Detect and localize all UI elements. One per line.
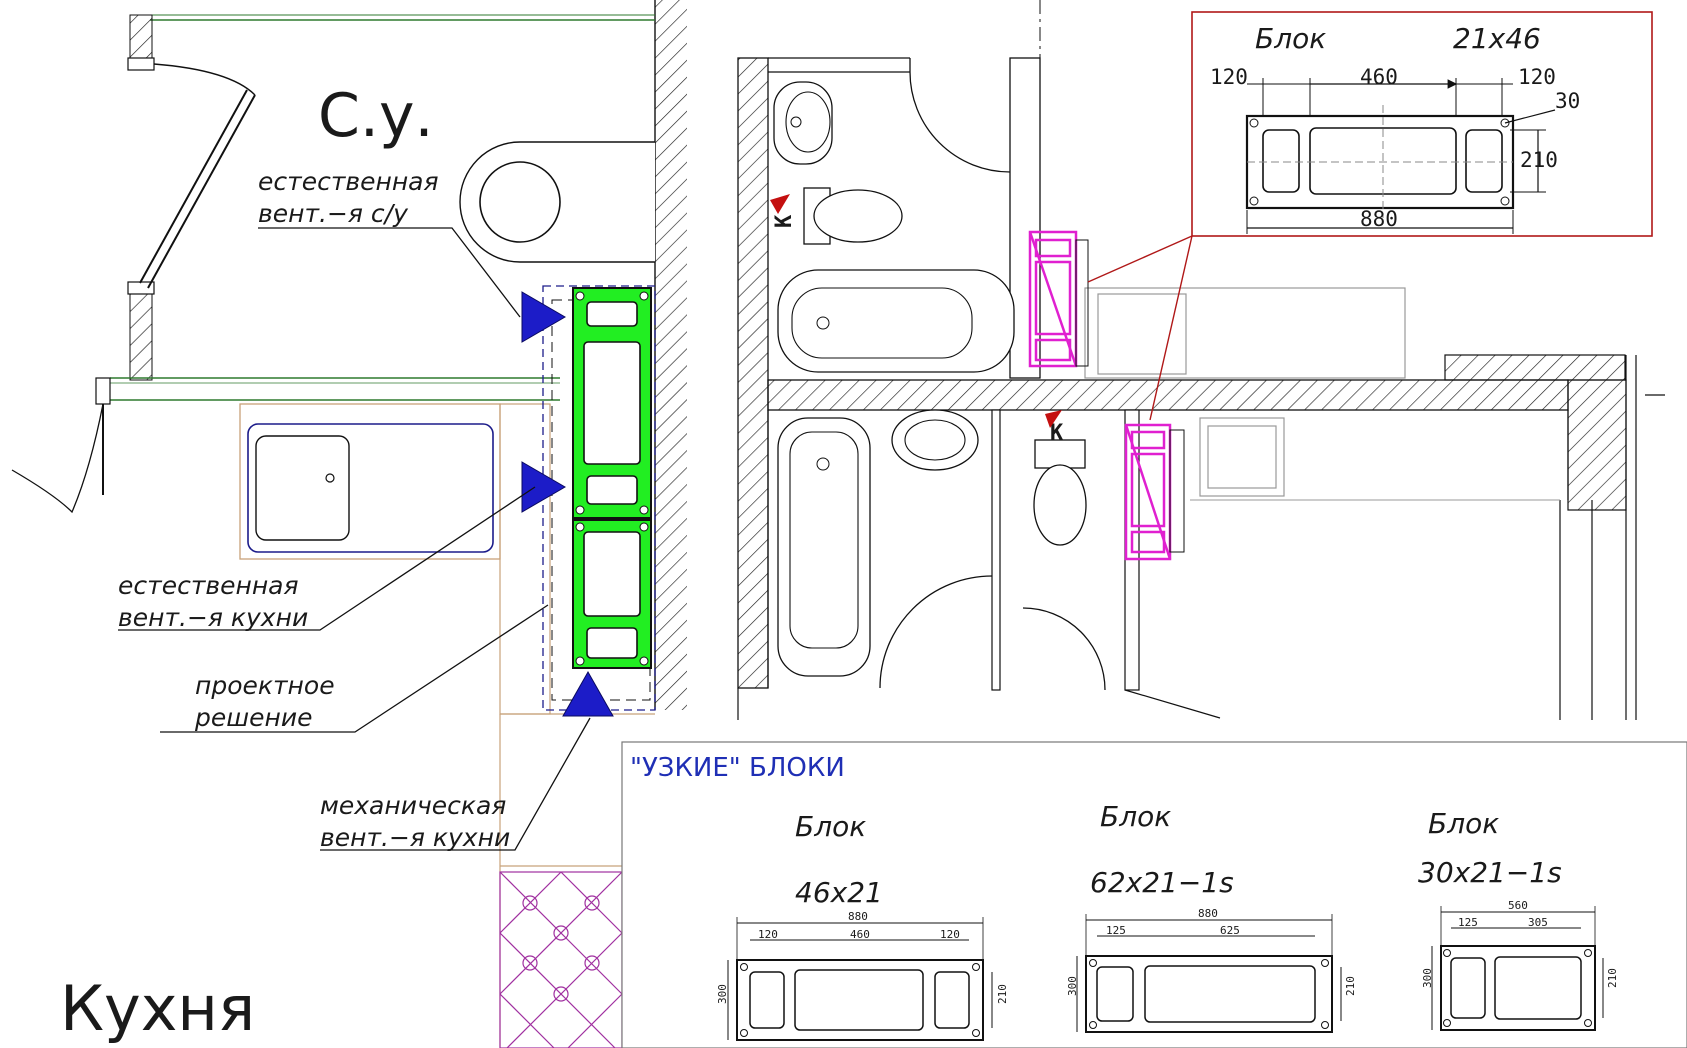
detail-dim-middle: 460 xyxy=(1360,65,1398,89)
block-3-drawing xyxy=(1431,906,1604,1031)
toilet-bowl xyxy=(479,161,561,243)
block-3-dim-height-inner: 210 xyxy=(1606,968,1619,988)
block-2-drawing xyxy=(1076,914,1342,1033)
magenta-block-lower xyxy=(1124,423,1172,561)
detail-block-title: Блок xyxy=(1255,22,1326,55)
block-2-dim-left: 125 xyxy=(1106,924,1126,937)
block-1-name: 46х21 xyxy=(795,876,883,909)
block-1-dim-middle: 460 xyxy=(850,928,870,941)
green-vent-block-upper xyxy=(572,287,652,519)
floor-tiles xyxy=(499,871,623,1048)
room-label-bathroom: С.у. xyxy=(318,81,434,151)
block-3-name: 30х21−1s xyxy=(1418,856,1562,889)
toilet-tank-lower xyxy=(1034,439,1086,469)
detail-dim-left: 120 xyxy=(1210,65,1248,89)
block-2-dim-height-outer: 300 xyxy=(1066,976,1079,996)
callout-1-line1: естественная xyxy=(258,167,439,196)
callout-4-line2: вент.−я кухни xyxy=(320,823,510,852)
arrow-natural-bathroom xyxy=(521,291,566,343)
bathtub-upper xyxy=(777,269,1015,373)
block-2-dim-height-inner: 210 xyxy=(1344,976,1357,996)
detail-block-size: 21х46 xyxy=(1453,22,1541,55)
block-2-dim-total: 880 xyxy=(1198,907,1218,920)
narrow-blocks-panel xyxy=(621,741,1687,1048)
wall-left-top xyxy=(129,14,153,61)
wall-middle-hatched xyxy=(767,379,1569,411)
block-1-dim-height-inner: 210 xyxy=(996,984,1009,1004)
green-vent-block-lower xyxy=(572,519,652,669)
block-3-title: Блок xyxy=(1428,807,1499,840)
riser-mark-2: К xyxy=(1050,421,1064,446)
callout-1-line2: вент.−я с/у xyxy=(258,199,409,228)
washbasin-lower xyxy=(891,409,979,471)
door-swing-top xyxy=(153,63,256,96)
detail-block-frame xyxy=(1191,11,1653,237)
bathtub-lower xyxy=(777,417,871,677)
block-1-dim-right: 120 xyxy=(940,928,960,941)
detail-block-drawing xyxy=(1245,78,1556,234)
detail-dim-hole: 30 xyxy=(1555,89,1580,113)
block-1-dim-left: 120 xyxy=(758,928,778,941)
block-2-title: Блок xyxy=(1100,800,1171,833)
arrow-natural-kitchen xyxy=(521,461,566,513)
room-label-kitchen: Кухня xyxy=(60,972,255,1045)
block-1-dim-height-outer: 300 xyxy=(716,984,729,1004)
detail-dim-right: 120 xyxy=(1518,65,1556,89)
callout-2-line1: естественная xyxy=(118,571,299,600)
washbasin-upper xyxy=(773,81,833,165)
block-1-dim-total: 880 xyxy=(848,910,868,923)
block-3-dim-total: 560 xyxy=(1508,899,1528,912)
right-plan: К К xyxy=(737,0,1665,720)
block-1-drawing xyxy=(727,917,993,1041)
callout-3-line1: проектное xyxy=(195,671,335,700)
wall-left-mid xyxy=(129,289,153,381)
left-plan xyxy=(11,0,687,1048)
block-2-dim-middle: 625 xyxy=(1220,924,1240,937)
block-3-dim-height-outer: 300 xyxy=(1421,968,1434,988)
callout-2-line2: вент.−я кухни xyxy=(118,603,308,632)
detail-dim-total: 880 xyxy=(1360,207,1398,231)
wall-right-hatched xyxy=(655,0,687,710)
narrow-blocks-heading: "УЗКИЕ" БЛОКИ xyxy=(630,753,845,783)
block-1-title: Блок xyxy=(795,810,866,843)
magenta-block-upper xyxy=(1028,230,1078,368)
callout-4-line1: механическая xyxy=(320,791,506,820)
block-3-dim-left: 125 xyxy=(1458,916,1478,929)
block-3-dim-middle: 305 xyxy=(1528,916,1548,929)
block-2-name: 62х21−1s xyxy=(1090,866,1234,899)
detail-dim-height: 210 xyxy=(1520,148,1558,172)
riser-mark-1: К xyxy=(772,214,797,228)
callout-3-line2: решение xyxy=(194,703,312,732)
arrow-mechanical-kitchen xyxy=(562,670,614,717)
